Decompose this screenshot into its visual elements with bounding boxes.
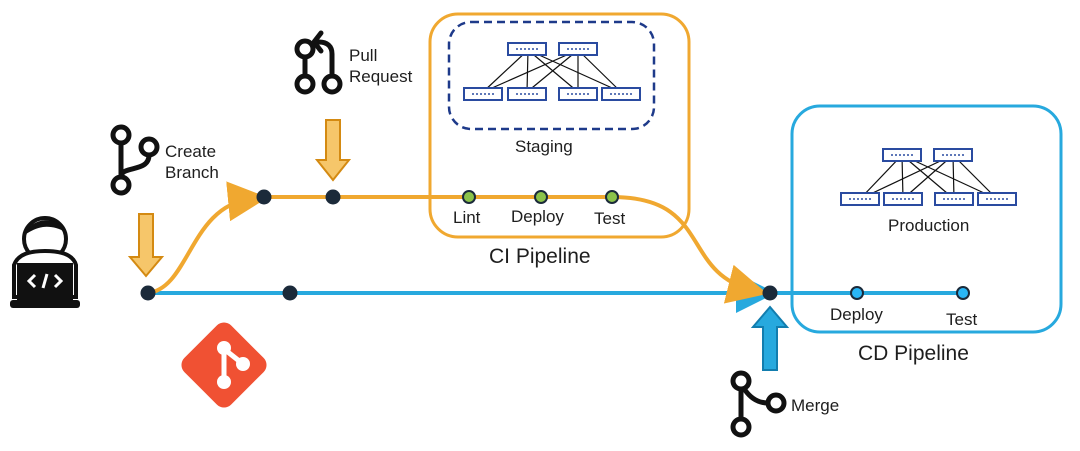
ci-stage-label-test: Test [594,209,626,228]
pull-request-label-line-2: Request [349,67,413,87]
create-branch-label-line-1: Create [165,142,217,161]
git-logo-icon [181,322,267,408]
cd-stage-label-deploy: Deploy [830,305,883,324]
network-topology-icon [840,148,1017,206]
feature-branch-line [147,181,268,295]
up-arrow-icon [750,305,790,371]
commit-node-branch [256,189,272,205]
network-topology-icon [463,42,641,101]
cd-stage-node-deploy [850,286,864,300]
merge-label: Merge [791,396,840,415]
developer-laptop-icon [10,216,80,308]
cd-pipeline-box [790,104,1063,334]
ci-stage-node-deploy [534,190,548,204]
commit-node-main [282,285,298,301]
ci-stage-node-test [605,190,619,204]
commit-node-pr [325,189,341,205]
ci-stage-node-lint [462,190,476,204]
create-branch-label: Create Branch [165,141,219,184]
staging-environment-box [447,20,656,131]
down-arrow-icon [127,213,165,278]
merge-return-line [611,195,768,304]
ci-pipeline-box [428,12,691,239]
production-label: Production [888,216,970,235]
pull-request-label: Pull Request [349,45,412,88]
ci-stage-label-lint: Lint [453,208,481,227]
merge-icon [730,370,787,438]
branch-icon [110,124,160,196]
ci-stage-label-deploy: Deploy [511,207,564,226]
cd-pipeline-title: CD Pipeline [858,342,969,365]
cd-stage-node-test [956,286,970,300]
create-branch-label-line-2: Branch [165,163,219,183]
commit-node-merge [762,285,778,301]
pull-request-icon [294,30,343,95]
staging-label: Staging [515,137,573,156]
commit-node-start [140,285,156,301]
cd-stage-label-test: Test [946,310,978,329]
pull-request-label-line-1: Pull [349,46,378,65]
down-arrow-icon [314,119,352,182]
ci-pipeline-title: CI Pipeline [489,245,591,268]
